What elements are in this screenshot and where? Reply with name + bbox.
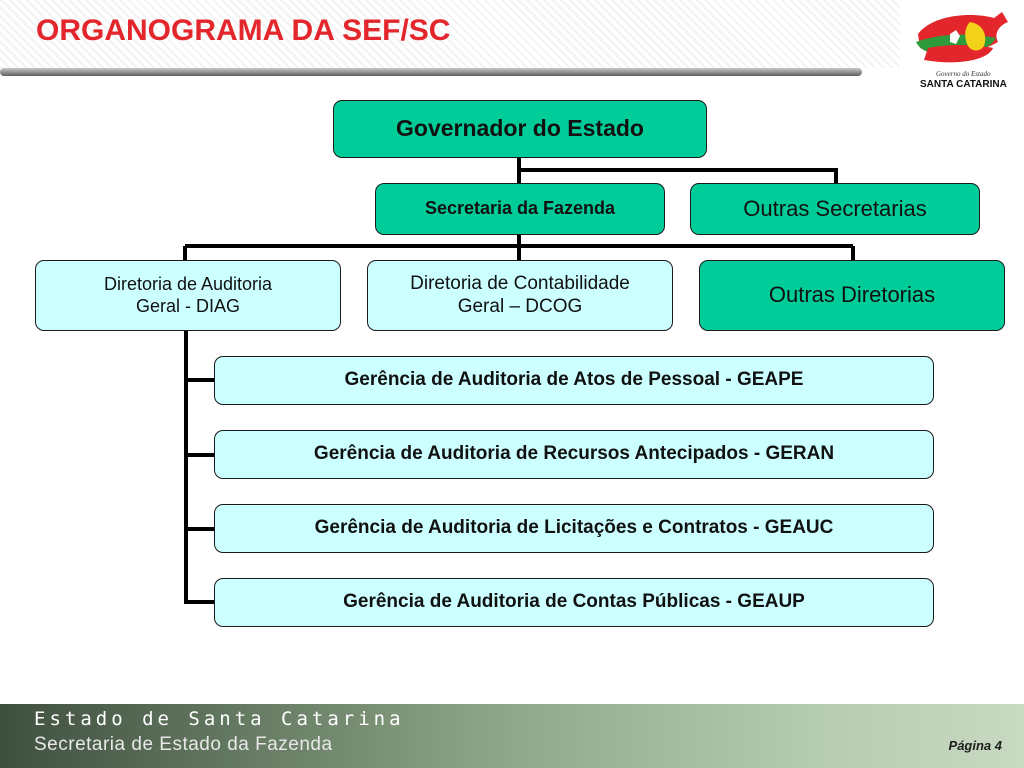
node-geaup-label: Gerência de Auditoria de Contas Públicas…	[343, 591, 805, 613]
footer-bar	[0, 704, 1024, 768]
node-governor: Governador do Estado	[333, 100, 707, 158]
node-diag-label-line2: Geral - DIAG	[135, 295, 241, 316]
connector-governor-branch	[519, 168, 838, 183]
logo-state-name: SANTA CATARINA	[920, 79, 1007, 90]
footer-state-name: Estado de Santa Catarina	[34, 708, 405, 730]
node-geauc: Gerência de Auditoria de Licitações e Co…	[214, 504, 934, 553]
node-dcog-label-line1: Diretoria de Contabilidade	[410, 272, 630, 294]
title-divider	[0, 68, 862, 76]
node-dcog-label-line2: Geral – DCOG	[457, 295, 583, 317]
node-other-directorates: Outras Diretorias	[699, 260, 1005, 331]
node-geaup: Gerência de Auditoria de Contas Públicas…	[214, 578, 934, 627]
node-geape: Gerência de Auditoria de Atos de Pessoal…	[214, 356, 934, 405]
santa-catarina-logo-icon	[916, 12, 1008, 63]
node-geran-label: Gerência de Auditoria de Recursos Anteci…	[313, 443, 835, 465]
header-background	[0, 0, 900, 68]
node-sef-label: Secretaria da Fazenda	[424, 198, 616, 219]
node-other-secretariats: Outras Secretarias	[690, 183, 980, 235]
node-other-directorates-label: Outras Diretorias	[768, 282, 936, 308]
logo-caption: Governo do Estado	[936, 70, 991, 78]
node-governor-label: Governador do Estado	[396, 115, 644, 142]
node-diag: Diretoria de Auditoria Geral - DIAG	[35, 260, 341, 331]
page-title: ORGANOGRAMA DA SEF/SC	[36, 14, 451, 47]
node-other-secretariats-label: Outras Secretarias	[743, 195, 927, 221]
node-geape-label: Gerência de Auditoria de Atos de Pessoal…	[344, 369, 804, 391]
node-sef: Secretaria da Fazenda	[375, 183, 665, 235]
node-geran: Gerência de Auditoria de Recursos Anteci…	[214, 430, 934, 479]
node-diag-label-line1: Diretoria de Auditoria	[103, 273, 273, 294]
page-number: Página 4	[948, 738, 1002, 753]
footer-department-name: Secretaria de Estado da Fazenda	[34, 734, 333, 755]
node-dcog: Diretoria de Contabilidade Geral – DCOG	[367, 260, 673, 331]
node-geauc-label: Gerência de Auditoria de Licitações e Co…	[314, 517, 834, 539]
